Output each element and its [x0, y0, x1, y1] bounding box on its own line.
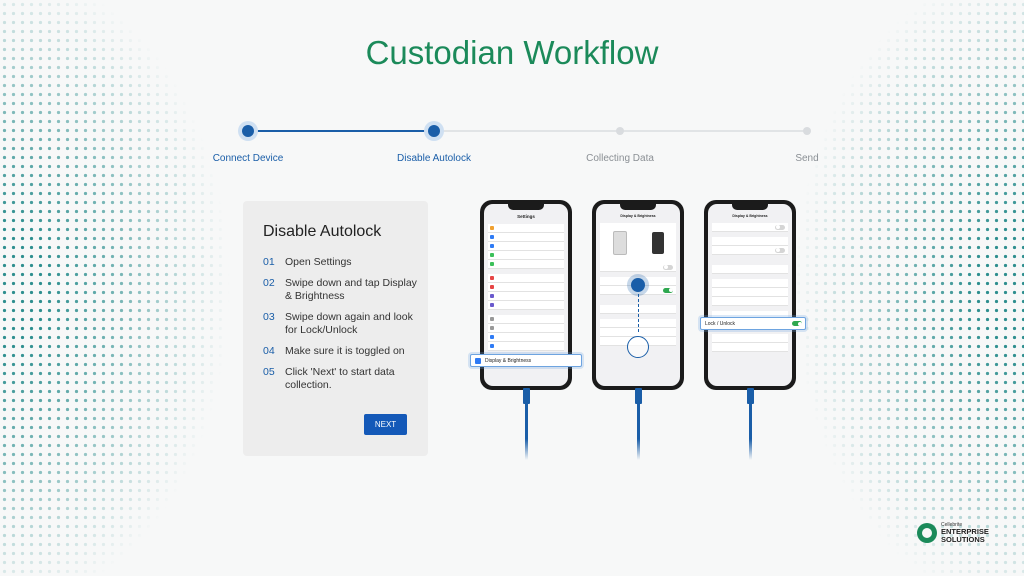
- cellebrite-logo: Cellebrite ENTERPRISE SOLUTIONS: [917, 520, 997, 546]
- usb-cable: [637, 390, 640, 460]
- step-number: 04: [263, 345, 275, 357]
- step-dot-connect-device: [242, 125, 254, 137]
- appearance-picker: [600, 223, 676, 263]
- phone-lock-illustration: Display & Brightness: [704, 200, 796, 390]
- step-number: 03: [263, 311, 275, 323]
- cellebrite-logo-icon: [917, 523, 937, 543]
- stepper-track-done: [248, 130, 434, 132]
- swipe-path: [638, 294, 639, 332]
- phone-notch: [732, 204, 768, 210]
- instruction-step: 05 Click 'Next' to start data collection…: [263, 366, 423, 392]
- display-screen-title: Display & Brightness: [620, 214, 656, 218]
- dark-mode-preview: [651, 232, 664, 254]
- step-text: Swipe down and tap Display & Brightness: [285, 277, 417, 302]
- logo-brand: Cellebrite: [941, 522, 963, 528]
- step-number: 02: [263, 277, 275, 289]
- instruction-step: 01 Open Settings: [263, 256, 423, 269]
- step-label-send: Send: [795, 153, 819, 164]
- lock-unlock-callout: Lock / Unlock: [700, 317, 806, 330]
- step-text: Swipe down again and look for Lock/Unloc…: [285, 311, 413, 336]
- instruction-steps: 01 Open Settings 02 Swipe down and tap D…: [263, 256, 423, 400]
- usb-cable: [749, 390, 752, 460]
- step-label-connect-device: Connect Device: [212, 153, 284, 164]
- halftone-decoration-right: [794, 0, 1024, 576]
- step-text: Click 'Next' to start data collection.: [285, 366, 395, 391]
- touch-ring: [627, 336, 649, 358]
- step-label-disable-autolock: Disable Autolock: [397, 153, 471, 164]
- instruction-step: 04 Make sure it is toggled on: [263, 345, 423, 358]
- step-dot-collecting-data: [616, 127, 624, 135]
- usb-cable: [525, 390, 528, 460]
- display-icon: [475, 357, 481, 364]
- display-screen-title: Display & Brightness: [732, 214, 768, 218]
- step-dot-disable-autolock: [428, 125, 440, 137]
- next-button[interactable]: NEXT: [364, 414, 407, 435]
- lock-unlock-toggle: [792, 321, 802, 326]
- phone-screen: Display & Brightness: [708, 204, 792, 386]
- touch-indicator: [631, 278, 645, 292]
- page-title: Custodian Workflow: [365, 34, 659, 71]
- phone-notch: [508, 204, 544, 210]
- halftone-decoration-left: [0, 0, 230, 576]
- step-number: 05: [263, 366, 275, 378]
- display-brightness-callout: Display & Brightness: [470, 354, 582, 367]
- step-dot-send: [803, 127, 811, 135]
- settings-screen-title: Settings: [517, 214, 535, 219]
- callout-label: Lock / Unlock: [705, 320, 736, 327]
- logo-line1: ENTERPRISE: [941, 527, 989, 536]
- progress-stepper: Connect Device Disable Autolock Collecti…: [200, 122, 830, 172]
- logo-line2: SOLUTIONS: [941, 535, 985, 544]
- instruction-step: 02 Swipe down and tap Display & Brightne…: [263, 277, 423, 303]
- step-label-collecting-data: Collecting Data: [586, 153, 654, 164]
- step-number: 01: [263, 256, 275, 268]
- step-text: Make sure it is toggled on: [285, 345, 405, 357]
- phone-notch: [620, 204, 656, 210]
- instruction-card: Disable Autolock 01 Open Settings 02 Swi…: [243, 201, 428, 456]
- instruction-step: 03 Swipe down again and look for Lock/Un…: [263, 311, 423, 337]
- card-title: Disable Autolock: [263, 223, 382, 240]
- callout-label: Display & Brightness: [485, 357, 532, 364]
- light-mode-preview: [612, 231, 627, 255]
- step-text: Open Settings: [285, 256, 352, 268]
